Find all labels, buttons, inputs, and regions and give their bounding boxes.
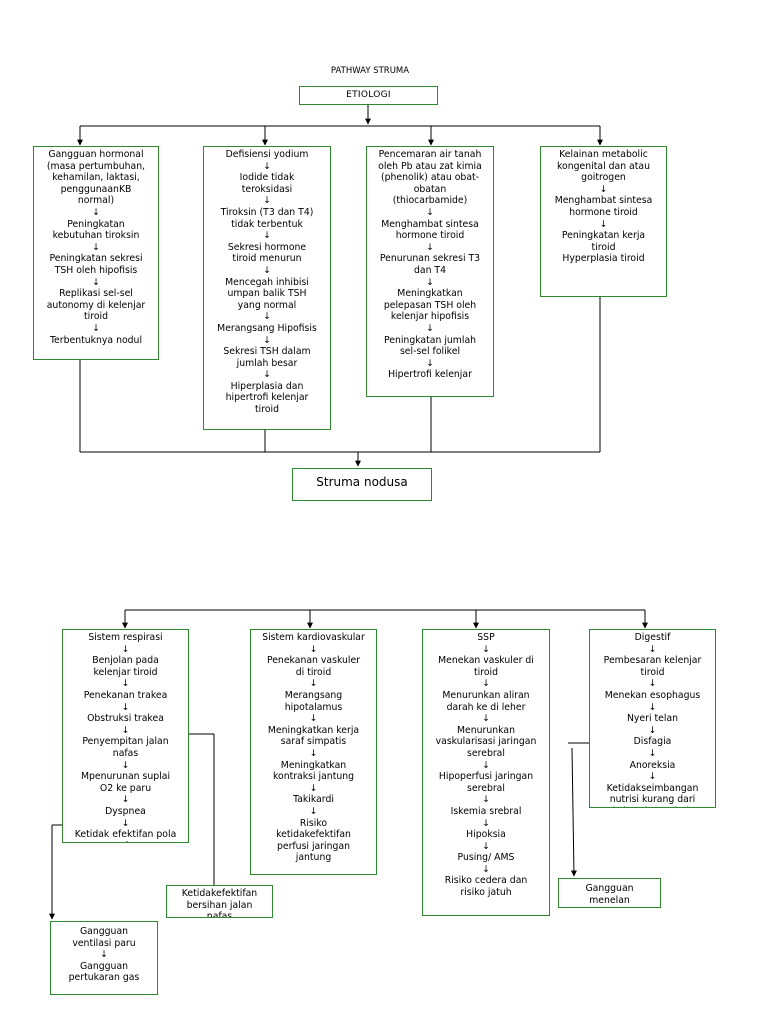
struma-nodusa-box: Struma nodusa: [292, 468, 432, 501]
outcome-box-bersihan: Ketidakefektifan bersihan jalan nafas: [166, 885, 273, 918]
system-ssp-text: SSP ↓ Menekan vaskuler di tiroid ↓ Menur…: [435, 632, 537, 899]
outcome-bersihan-text: Ketidakefektifan bersihan jalan nafas: [181, 888, 258, 918]
system-box-digestif: Digestif ↓ Pembesaran kelenjar tiroid ↓ …: [589, 629, 716, 808]
system-respirasi-text: Sistem respirasi ↓ Benjolan pada kelenja…: [74, 632, 177, 842]
etiology-pencemaran-text: Pencemaran air tanah oleh Pb atau zat ki…: [378, 149, 482, 381]
etiology-metabolic-text: Kelainan metabolic kongenital dan atau g…: [554, 149, 653, 265]
etiology-yodium-text: Defisiensi yodium ↓ Iodide tidak teroksi…: [217, 149, 317, 416]
outcome-menelan-text: Gangguan menelan: [585, 883, 634, 906]
etiology-box-yodium: Defisiensi yodium ↓ Iodide tidak teroksi…: [203, 146, 331, 430]
etiology-hormonal-text: Gangguan hormonal (masa pertumbuhan, keh…: [46, 149, 146, 346]
system-kardio-text: Sistem kardiovaskular ↓ Penekanan vaskul…: [262, 632, 365, 864]
page-title: PATHWAY STRUMA: [330, 66, 410, 76]
etiology-box-metabolic: Kelainan metabolic kongenital dan atau g…: [540, 146, 667, 297]
etiology-box-pencemaran: Pencemaran air tanah oleh Pb atau zat ki…: [366, 146, 494, 397]
outcome-box-menelan: Gangguan menelan: [558, 878, 661, 908]
outcome-box-ventilasi: Gangguan ventilasi paru ↓ Gangguan pertu…: [50, 921, 158, 995]
etiology-box-hormonal: Gangguan hormonal (masa pertumbuhan, keh…: [33, 146, 159, 360]
system-box-ssp: SSP ↓ Menekan vaskuler di tiroid ↓ Menur…: [422, 629, 550, 916]
etiologi-box: ETIOLOGI: [299, 86, 438, 105]
system-digestif-text: Digestif ↓ Pembesaran kelenjar tiroid ↓ …: [603, 632, 702, 807]
system-box-kardio: Sistem kardiovaskular ↓ Penekanan vaskul…: [250, 629, 377, 875]
system-box-respirasi: Sistem respirasi ↓ Benjolan pada kelenja…: [62, 629, 189, 843]
outcome-ventilasi-text: Gangguan ventilasi paru ↓ Gangguan pertu…: [68, 926, 140, 984]
